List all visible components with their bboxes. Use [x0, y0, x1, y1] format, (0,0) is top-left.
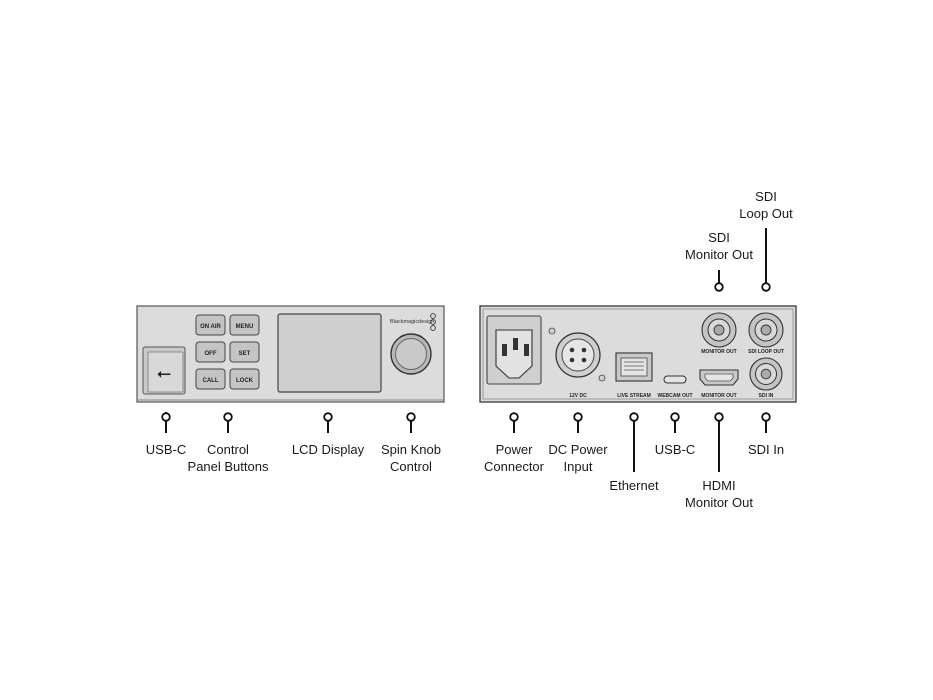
lcd-display	[277, 313, 382, 393]
callout-line: SDI	[755, 189, 777, 204]
button-call: CALL	[203, 378, 219, 384]
port-label-webcam-out: WEBCAM OUT	[658, 393, 693, 399]
leader-usb-c-front	[161, 412, 171, 422]
callout-spin-knob-control: Spin Knob Control	[381, 441, 441, 475]
button-off: OFF	[205, 351, 217, 357]
sdi-monitor-out-port	[701, 312, 737, 348]
callout-power-connector: Power Connector	[484, 441, 544, 475]
callout-line: LCD Display	[291, 442, 365, 457]
port-label-hdmi-monitor-out: MONITOR OUT	[701, 393, 736, 399]
front-panel: ⭠ ON AIR MENU OFF SET CALL LOCK Blackmag…	[136, 305, 445, 403]
callout-hdmi-monitor-out: HDMI Monitor Out	[685, 477, 753, 511]
ethernet-port	[615, 352, 653, 382]
callout-sdi-monitor-out: SDI Monitor Out	[685, 229, 753, 263]
callout-control-panel-buttons: Control Panel Buttons	[188, 441, 269, 475]
callout-line: Loop Out	[739, 206, 793, 221]
dc-power-input	[548, 327, 606, 382]
leader-spin-knob	[406, 412, 416, 422]
port-label-live-stream: LIVE STREAM	[617, 393, 651, 399]
leader-dc-power-input	[573, 412, 583, 422]
callout-line: Panel Buttons	[187, 459, 269, 474]
front-usb-c-port: ⭠	[142, 346, 186, 395]
hdmi-port	[699, 369, 739, 386]
callout-ethernet: Ethernet	[609, 477, 658, 494]
callout-line: USB-C	[654, 442, 696, 457]
sdi-in-port	[749, 357, 783, 391]
leader-usb-c-rear	[670, 412, 680, 422]
callout-sdi-loop-out: SDI Loop Out	[739, 188, 793, 222]
leader-lcd-display	[323, 412, 333, 422]
button-menu: MENU	[236, 324, 254, 330]
callout-line: HDMI	[702, 478, 736, 493]
leader-ethernet	[629, 412, 639, 422]
button-set: SET	[239, 351, 251, 357]
callout-line: Connector	[484, 459, 544, 474]
callout-sdi-in: SDI In	[748, 441, 784, 458]
leader-sdi-loop-out	[761, 282, 771, 292]
callout-usb-c-front: USB-C	[146, 441, 186, 458]
control-panel-buttons: ON AIR MENU OFF SET CALL LOCK	[195, 314, 260, 390]
rear-usb-c-port	[663, 375, 687, 384]
callout-lcd-display: LCD Display	[292, 441, 364, 458]
port-label-sdi-in: SDI IN	[759, 393, 774, 399]
callout-line: Ethernet	[609, 478, 659, 493]
callout-line: Control	[390, 459, 432, 474]
callout-line: DC Power	[548, 442, 608, 457]
leader-control-panel-buttons	[223, 412, 233, 422]
callout-line: Power	[495, 442, 533, 457]
callout-line: Monitor Out	[685, 495, 753, 510]
rear-panel: 12V DC LIVE STREAM WEBCAM OUT MONITOR OU…	[479, 305, 797, 403]
callout-line: SDI	[708, 230, 730, 245]
usb-icon: ⭠	[157, 363, 171, 383]
callout-line: Spin Knob	[381, 442, 441, 457]
callout-line: Input	[563, 459, 593, 474]
leader-lines	[161, 228, 771, 472]
leader-sdi-in	[761, 412, 771, 422]
button-on-air: ON AIR	[200, 324, 221, 330]
port-label-sdi-loop-out: SDI LOOP OUT	[748, 349, 784, 355]
callout-line: USB-C	[145, 442, 187, 457]
power-connector	[486, 315, 542, 385]
callout-dc-power-input: DC Power Input	[548, 441, 607, 475]
port-label-sdi-monitor-out: MONITOR OUT	[701, 349, 736, 355]
brand-label: Blackmagicdesign	[390, 319, 434, 325]
callout-line: Monitor Out	[685, 247, 753, 262]
sdi-loop-out-port	[748, 312, 784, 348]
leader-sdi-monitor-out	[714, 282, 724, 292]
callout-line: Control	[207, 442, 249, 457]
callout-usb-c-rear: USB-C	[655, 441, 695, 458]
leader-hdmi-monitor-out	[714, 412, 724, 422]
port-label-12v-dc: 12V DC	[569, 393, 587, 399]
callout-line: SDI In	[747, 442, 785, 457]
spin-knob	[390, 333, 432, 375]
button-lock: LOCK	[236, 378, 254, 384]
brand-logo-icon	[430, 313, 436, 331]
leader-power-connector	[509, 412, 519, 422]
